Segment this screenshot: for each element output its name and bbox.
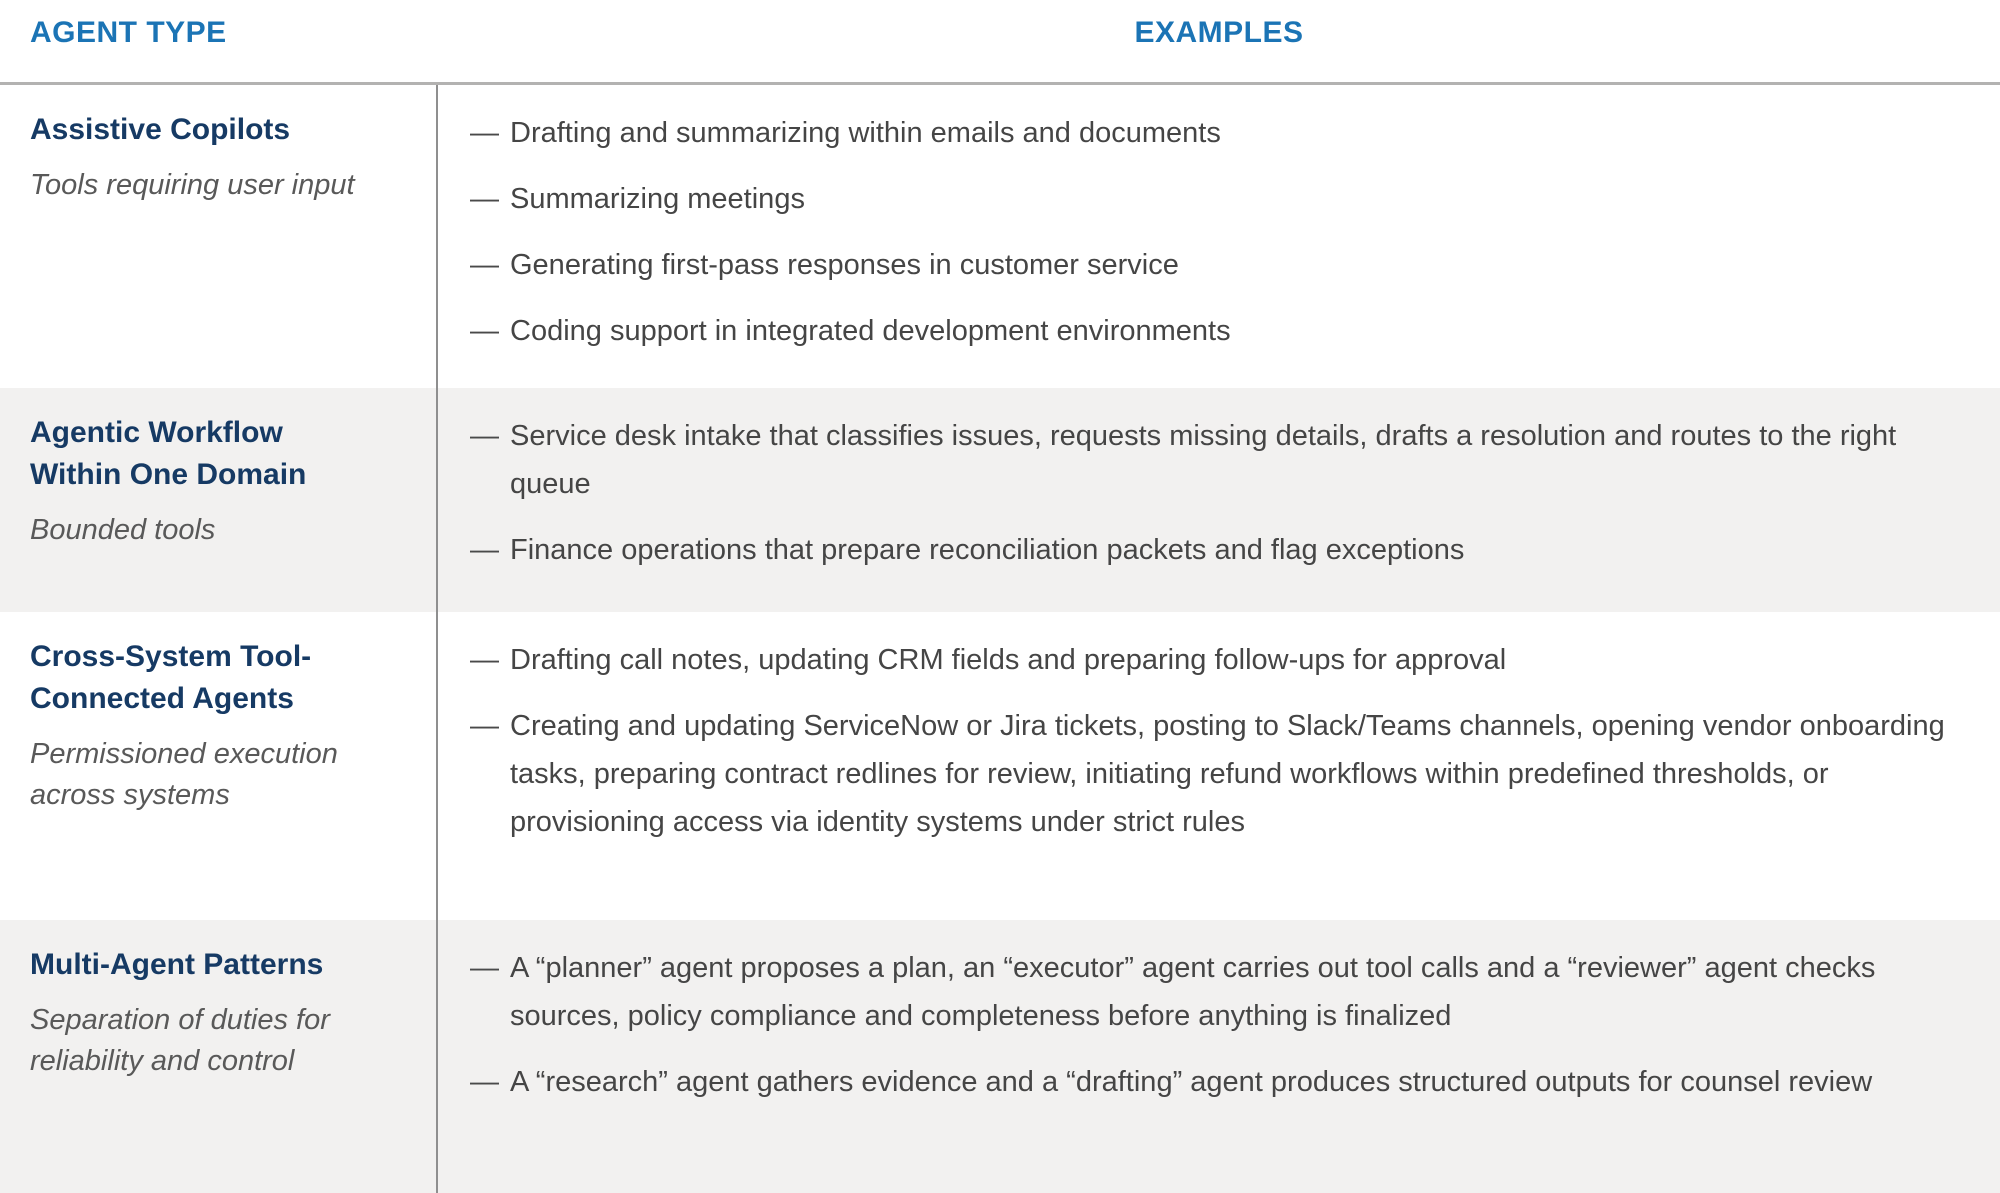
agent-type-cell: Assistive Copilots Tools requiring user … <box>0 85 438 388</box>
table-row-multi-agent-patterns: Multi-Agent Patterns Separation of dutie… <box>0 920 2000 1193</box>
example-text: Creating and updating ServiceNow or Jira… <box>510 710 1945 838</box>
agent-type-cell: Multi-Agent Patterns Separation of dutie… <box>0 920 438 1193</box>
example-text: Drafting and summarizing within emails a… <box>510 117 1221 149</box>
agent-type-cell: Agentic Workflow Within One Domain Bound… <box>0 388 438 612</box>
example-text: A “planner” agent proposes a plan, an “e… <box>510 952 1876 1032</box>
example-text: Drafting call notes, updating CRM fields… <box>510 644 1507 676</box>
row-subtitle: Separation of duties for reliability and… <box>30 1004 330 1077</box>
example-item: — Finance operations that prepare reconc… <box>470 526 1958 574</box>
example-item: — Drafting call notes, updating CRM fiel… <box>470 636 1958 684</box>
dash-bullet: — <box>470 117 499 149</box>
column-header-agent-type: AGENT TYPE <box>30 16 227 49</box>
dash-bullet: — <box>470 710 499 742</box>
row-title: Agentic Workflow Within One Domain <box>30 416 307 491</box>
row-subtitle: Bounded tools <box>30 514 216 546</box>
dash-bullet: — <box>470 952 499 984</box>
examples-cell: — Service desk intake that classifies is… <box>438 388 2000 612</box>
example-text: Summarizing meetings <box>510 183 805 215</box>
example-text: Finance operations that prepare reconcil… <box>510 534 1465 566</box>
examples-cell: — Drafting call notes, updating CRM fiel… <box>438 612 2000 920</box>
example-item: — Creating and updating ServiceNow or Ji… <box>470 702 1958 846</box>
row-subtitle: Tools requiring user input <box>30 169 355 201</box>
dash-bullet: — <box>470 315 499 347</box>
column-header-examples: EXAMPLES <box>1134 16 1304 49</box>
example-item: — A “planner” agent proposes a plan, an … <box>470 944 1958 1040</box>
dash-bullet: — <box>470 644 499 676</box>
row-title: Cross-System Tool-Connected Agents <box>30 640 312 715</box>
example-item: — Service desk intake that classifies is… <box>470 412 1958 508</box>
example-text: Coding support in integrated development… <box>510 315 1231 347</box>
example-item: — Summarizing meetings <box>470 175 1958 223</box>
dash-bullet: — <box>470 420 499 452</box>
agent-type-cell: Cross-System Tool-Connected Agents Permi… <box>0 612 438 920</box>
example-item: — Coding support in integrated developme… <box>470 307 1958 355</box>
row-subtitle: Permissioned execution across systems <box>30 738 338 811</box>
examples-cell: — Drafting and summarizing within emails… <box>438 85 2000 388</box>
table-row-agentic-workflow: Agentic Workflow Within One Domain Bound… <box>0 388 2000 612</box>
example-text: Generating first-pass responses in custo… <box>510 249 1179 281</box>
dash-bullet: — <box>470 183 499 215</box>
example-text: Service desk intake that classifies issu… <box>510 420 1897 500</box>
table-header-row: AGENT TYPE EXAMPLES <box>0 0 2000 85</box>
example-text: A “research” agent gathers evidence and … <box>510 1066 1873 1098</box>
row-title: Assistive Copilots <box>30 113 291 146</box>
example-item: — Generating first-pass responses in cus… <box>470 241 1958 289</box>
dash-bullet: — <box>470 249 499 281</box>
example-item: — Drafting and summarizing within emails… <box>470 109 1958 157</box>
dash-bullet: — <box>470 1066 499 1098</box>
row-title: Multi-Agent Patterns <box>30 948 324 981</box>
examples-cell: — A “planner” agent proposes a plan, an … <box>438 920 2000 1193</box>
dash-bullet: — <box>470 534 499 566</box>
table-row-cross-system-agents: Cross-System Tool-Connected Agents Permi… <box>0 612 2000 920</box>
table-row-assistive-copilots: Assistive Copilots Tools requiring user … <box>0 85 2000 388</box>
example-item: — A “research” agent gathers evidence an… <box>470 1058 1958 1106</box>
